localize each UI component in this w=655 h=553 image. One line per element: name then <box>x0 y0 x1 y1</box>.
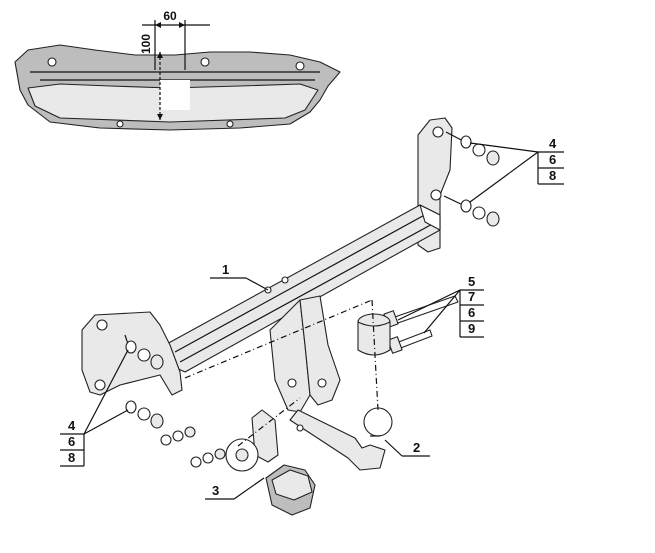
callout-group-bottom-left: 4 6 8 <box>60 349 129 467</box>
bumper-cutaway-view <box>14 44 341 131</box>
socket-bracket-fasteners <box>160 426 226 468</box>
callout-1: 1 <box>210 262 269 291</box>
electrical-socket <box>265 464 316 516</box>
socket-bracket <box>225 409 279 472</box>
callout-group-bolts: 5 7 6 9 <box>397 274 484 338</box>
callout-2-label: 2 <box>413 440 420 455</box>
right-bracket-fasteners <box>460 135 500 227</box>
callout-bottom-left-4: 4 <box>68 418 76 433</box>
callout-group-top-right: 4 6 8 <box>469 136 564 203</box>
left-bracket-fasteners <box>125 340 164 429</box>
callout-3-label: 3 <box>212 483 219 498</box>
mounting-bolts <box>383 295 459 354</box>
assembly-centre-lines <box>184 299 379 447</box>
dimension-height-label: 100 <box>139 34 153 54</box>
callout-bolts-9: 9 <box>468 321 475 336</box>
tow-ball-neck <box>289 407 393 471</box>
centre-hanger-plates <box>269 295 341 413</box>
callout-3: 3 <box>205 477 265 500</box>
callout-top-right-4: 4 <box>549 136 557 151</box>
callout-1-label: 1 <box>222 262 229 277</box>
dimension-width-label: 60 <box>163 9 177 23</box>
callout-bolts-7: 7 <box>468 289 475 304</box>
callout-bolts-5: 5 <box>468 274 475 289</box>
callout-2: 2 <box>384 439 430 457</box>
dimension-lines: 60 100 <box>139 9 210 120</box>
callout-bolts-6: 6 <box>468 305 475 320</box>
ball-cover-cap <box>357 313 391 356</box>
callout-bottom-left-6: 6 <box>68 434 75 449</box>
callout-top-right-8: 8 <box>549 168 556 183</box>
callout-top-right-6: 6 <box>549 152 556 167</box>
callout-bottom-left-8: 8 <box>68 450 75 465</box>
left-mounting-bracket <box>81 311 183 396</box>
